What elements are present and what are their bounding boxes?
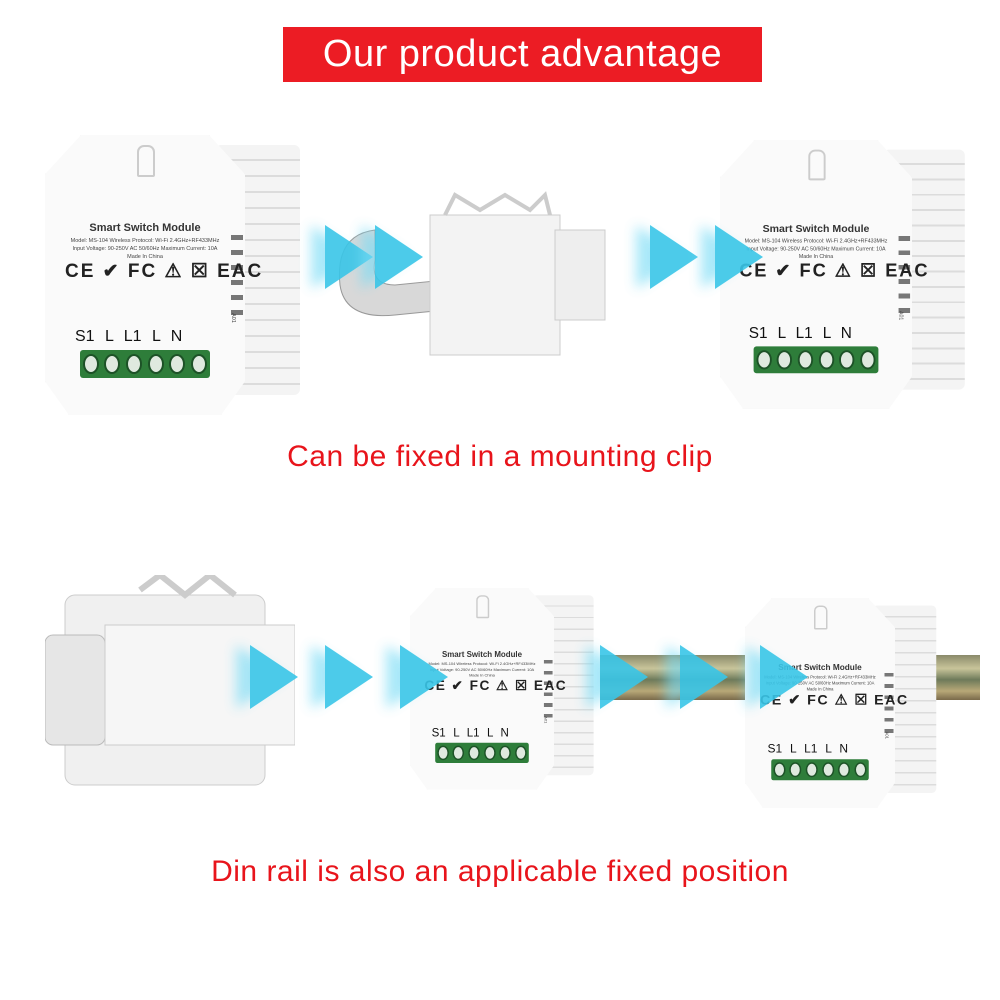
- terminal-labels: S1 L L1 L N: [75, 328, 183, 345]
- model-line: Model: MS-104 Wireless Protocol: Wi-Fi 2…: [764, 675, 876, 680]
- voltage-line: Input Voltage: 90-250V AC 50/60Hz Maximu…: [72, 246, 218, 252]
- caption-din-rail: Din rail is also an applicable fixed pos…: [211, 855, 789, 888]
- arrow-icon: [325, 225, 373, 289]
- vents: [231, 235, 243, 325]
- side-code: A01: [543, 716, 548, 724]
- arrow-icon: [680, 645, 728, 709]
- module-name: Smart Switch Module: [778, 663, 862, 673]
- model-line: Model: MS-104 Wireless Protocol: Wi-Fi 2…: [70, 238, 220, 244]
- voltage-line: Input Voltage: 90-250V AC 50/60Hz Maximu…: [746, 246, 886, 253]
- terminal-labels: S1 L L1 L N: [767, 742, 848, 756]
- origin-line: Made In China: [798, 254, 834, 260]
- certification-icons: CE ✔ FC ⚠ ☒ EAC: [65, 261, 264, 282]
- keyhole-icon: [476, 595, 490, 619]
- certification-icons: CE ✔ FC ⚠ ☒ EAC: [424, 678, 568, 694]
- keyhole-icon: [808, 149, 826, 181]
- keyhole-icon: [814, 605, 828, 630]
- caption-mounting-clip: Can be fixed in a mounting clip: [287, 440, 713, 473]
- vents: [898, 236, 911, 323]
- arrow-icon: [375, 225, 423, 289]
- terminal-block: [771, 759, 869, 781]
- vents: [884, 673, 894, 741]
- keyhole-icon: [137, 145, 155, 177]
- origin-line: Made In China: [127, 254, 163, 260]
- voltage-line: Input Voltage: 90-250V AC 50/60Hz Maximu…: [429, 667, 535, 673]
- mounting-clip: [338, 191, 606, 356]
- side-code: A01: [897, 310, 904, 321]
- arrow-icon: [250, 645, 298, 709]
- module-name: Smart Switch Module: [762, 223, 870, 236]
- origin-line: Made In China: [806, 687, 834, 692]
- terminal-labels: S1 L L1 L N: [748, 325, 852, 342]
- certification-icons: CE ✔ FC ⚠ ☒ EAC: [739, 260, 930, 282]
- arrow-icon: [600, 645, 648, 709]
- side-code: A01: [230, 313, 236, 323]
- model-line: Model: MS-104 Wireless Protocol: Wi-Fi 2…: [428, 662, 536, 667]
- terminal-block: [435, 742, 529, 763]
- side-code: A01: [883, 731, 889, 739]
- terminal-block: [753, 346, 879, 374]
- module-name: Smart Switch Module: [89, 222, 201, 234]
- model-line: Model: MS-104 Wireless Protocol: Wi-Fi 2…: [744, 238, 888, 245]
- arrow-icon: [760, 645, 808, 709]
- arrow-icon: [400, 645, 448, 709]
- arrow-icon: [650, 225, 698, 289]
- arrow-icon: [715, 225, 763, 289]
- origin-line: Made In China: [469, 673, 495, 678]
- title-banner: Our product advantage: [283, 27, 762, 82]
- module-name: Smart Switch Module: [441, 650, 523, 660]
- terminal-labels: S1 L L1 L N: [431, 726, 509, 740]
- arrow-icon: [325, 645, 373, 709]
- voltage-line: Input Voltage: 90-250V AC 50/60Hz Maximu…: [765, 681, 875, 686]
- terminal-block: [80, 350, 210, 378]
- vents: [543, 660, 553, 725]
